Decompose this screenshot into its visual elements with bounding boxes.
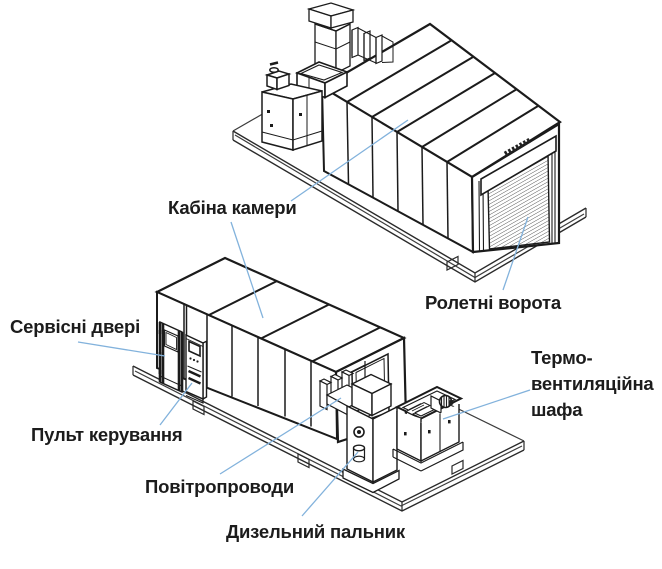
leader-control-panel: [159, 382, 193, 426]
lower-assembly: [132, 256, 525, 512]
leader-diesel-burner: [301, 451, 359, 517]
roller-gate: [478, 134, 557, 253]
leader-cabin-upper: [290, 119, 409, 202]
label-service-door: Сервісні двері: [10, 316, 141, 337]
upper-assembly: [232, 2, 587, 283]
leader-air-ducts: [219, 397, 342, 475]
label-thermo-line1: Термо-: [531, 347, 593, 368]
thermo-vent-cabinet: [392, 385, 464, 472]
leader-thermo-cabinet: [442, 389, 531, 420]
gate-header-box: [480, 134, 557, 197]
service-door: [158, 320, 184, 394]
label-air-ducts: Повітропроводи: [145, 476, 295, 497]
label-control-panel: Пульт керування: [31, 424, 183, 445]
diesel-burner: [342, 373, 400, 494]
leader-roller-gate: [502, 216, 529, 291]
upper-duct-run: [351, 26, 394, 65]
upper-exhaust-stack: [306, 2, 356, 75]
leader-lines: [77, 119, 531, 517]
brand-marking: [503, 137, 532, 157]
label-thermo-line2: вентиляційна: [531, 373, 654, 394]
leader-cabin-lower: [230, 221, 264, 319]
vent-unit-motor: [264, 61, 292, 91]
upper-chamber-cabin: [319, 22, 562, 254]
roof-panel-seams: [346, 39, 539, 163]
label-thermo-line3: шафа: [531, 399, 583, 420]
control-panel-cabinet: [185, 333, 208, 404]
label-thermo-cabinet: Термо- вентиляційна шафа: [531, 345, 654, 423]
upper-vent-unit: [261, 61, 323, 152]
label-diesel-burner: Дизельний пальник: [226, 521, 405, 542]
label-roller-gate: Ролетні ворота: [425, 292, 561, 313]
roof-panel-seams: [208, 280, 381, 363]
leader-service-door: [77, 341, 166, 357]
wall-panel-seams: [346, 101, 449, 239]
label-cabin: Кабіна камери: [168, 197, 297, 218]
